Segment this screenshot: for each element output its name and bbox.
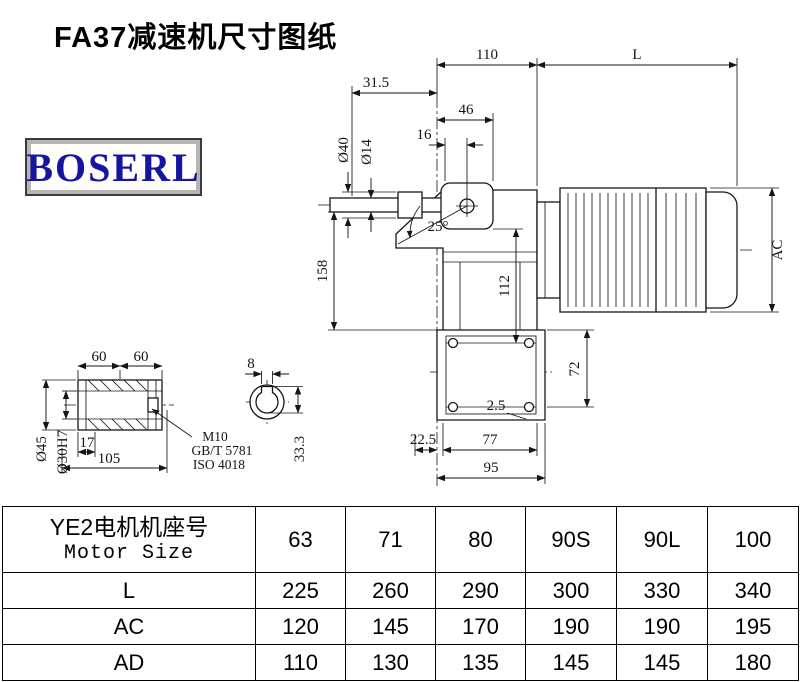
dim-dia45: Ø45 [34,436,50,462]
bolt-hole [447,401,459,413]
dim-31-5: 31.5 [363,75,389,91]
shaft-detail-side-view: 60 60 Ø45 Ø30H7 17 105 M10 GB/T 5781 ISO… [34,349,252,474]
value-cell: 180 [707,644,799,681]
note-m10: M10 [202,429,228,444]
value-cell: 190 [525,608,617,645]
dim-72: 72 [567,362,583,377]
value-cell: 145 [616,644,708,681]
col-header-4: 90S [525,506,617,573]
value-cell: 110 [255,644,346,681]
row-label: L [2,572,256,609]
row-label: AC [2,608,256,645]
dim-16: 16 [417,127,433,143]
row-label: AD [2,644,256,681]
value-cell: 130 [345,644,436,681]
value-cell: 260 [345,572,436,609]
dim-112: 112 [497,275,513,297]
value-cell: 145 [525,644,617,681]
dim-77: 77 [483,432,499,448]
motor-body [559,187,707,313]
page-title: FA37减速机尺寸图纸 [54,22,338,54]
dim-2-5: 2.5 [487,398,506,414]
bolt-hole [523,337,535,349]
dim-key-8: 8 [247,356,255,372]
note-iso-4018: ISO 4018 [193,457,245,472]
table-row-L: L 225 260 290 300 330 340 [2,572,799,609]
col-header-6: 100 [707,506,799,573]
dim-110: 110 [476,47,498,63]
bore-with-keyway [255,385,279,414]
bolt-hole [447,337,459,349]
table-header-row: YE2电机机座号 Motor Size 63 71 80 90S 90L 100 [2,506,799,573]
main-dimensions: 110 L 31.5 46 16 Ø40 Ø14 158 112 AC 72 2… [315,47,786,482]
dim-158: 158 [315,260,331,283]
value-cell: 170 [435,608,526,645]
value-cell: 190 [616,608,708,645]
dim-33-3: 33.3 [292,436,308,462]
dim-60b: 60 [134,349,149,365]
gearbox-housing [395,189,546,421]
col-header-5: 90L [616,506,708,573]
col-header-1: 63 [255,506,346,573]
boserl-logo: BOSERL [25,138,202,196]
dim-105: 105 [98,451,121,467]
bore-section-detail: 8 33.3 [245,356,308,462]
motor-fins [567,188,697,312]
value-cell: 135 [435,644,526,681]
value-cell: 330 [616,572,708,609]
value-cell: 300 [525,572,617,609]
dim-46: 46 [459,102,475,118]
motor-adapter [536,201,561,299]
dim-22-5: 22.5 [410,432,436,448]
bolt-hole [523,401,535,413]
header-cell-motor-size: YE2电机机座号 Motor Size [2,506,256,573]
col-header-2: 71 [345,506,436,573]
dim-60a: 60 [92,349,107,365]
value-cell: 145 [345,608,436,645]
header-label-cn: YE2电机机座号 [49,514,209,541]
dim-dia14: Ø14 [359,139,375,165]
dim-AC: AC [770,240,786,261]
angle-annotation: 25° [397,205,468,245]
dim-angle-25: 25° [428,219,449,235]
table-row-AC: AC 120 145 170 190 190 195 [2,608,799,645]
dim-dia40: Ø40 [336,137,352,163]
col-header-3: 80 [435,506,526,573]
value-cell: 120 [255,608,346,645]
output-flange-face [445,335,537,415]
hatching [87,379,148,431]
value-cell: 195 [707,608,799,645]
value-cell: 340 [707,572,799,609]
note-gbt-5781: GB/T 5781 [192,443,253,458]
motor [536,187,738,313]
dimension-drawing: 25° [34,47,786,488]
value-cell: 290 [435,572,526,609]
dim-L: L [632,47,641,63]
dim-95: 95 [484,460,499,476]
table-row-AD: AD 110 130 135 145 145 180 [2,644,799,681]
dim-dia30h7: Ø30H7 [55,429,71,474]
logo-text: BOSERL [26,144,201,190]
dim-17: 17 [80,435,96,451]
motor-size-table: YE2电机机座号 Motor Size 63 71 80 90S 90L 100… [2,506,799,681]
value-cell: 225 [255,572,346,609]
header-label-en: Motor Size [63,541,195,565]
fan-cover [705,191,738,309]
